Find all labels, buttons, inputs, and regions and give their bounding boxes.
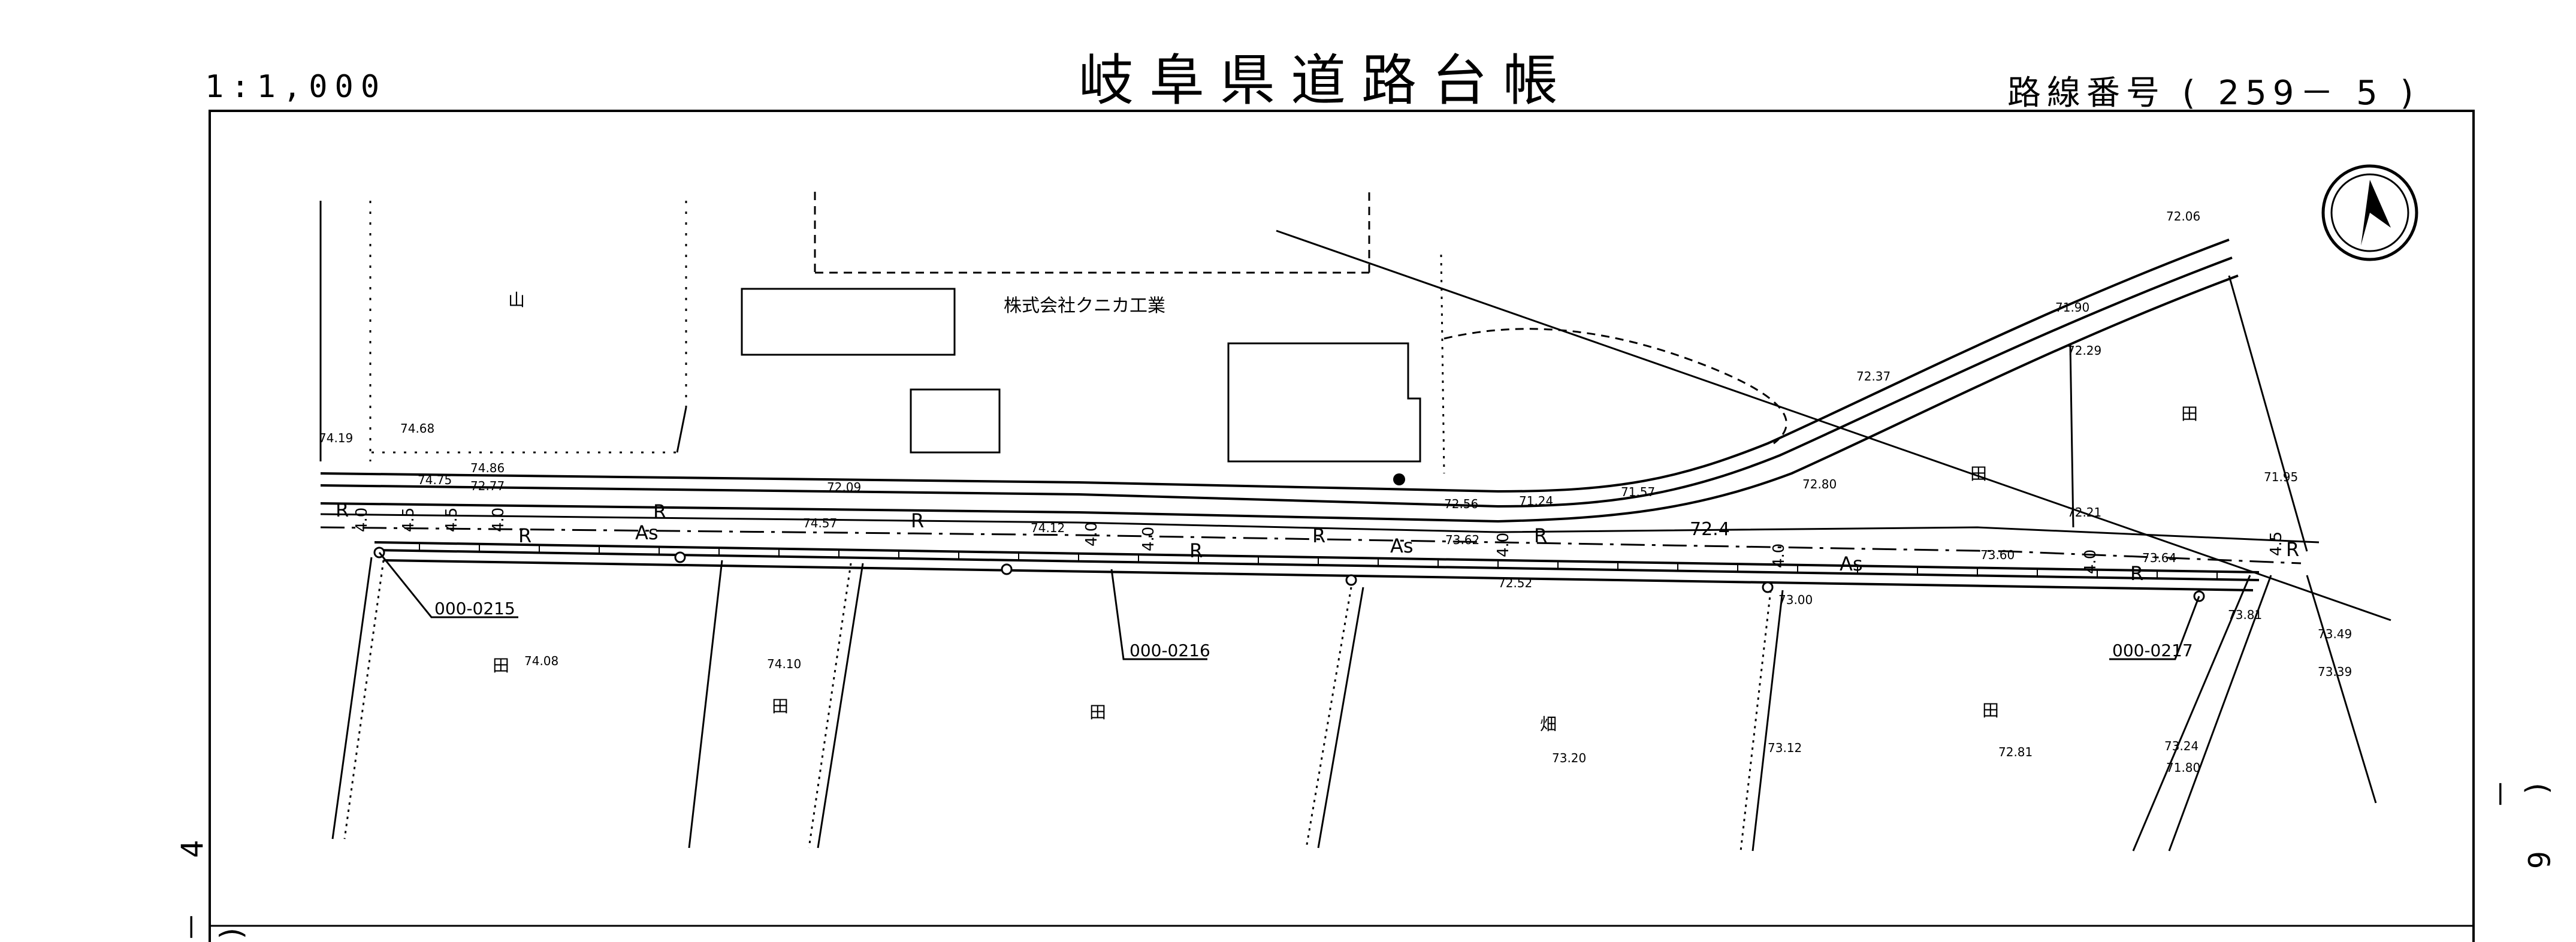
- shoulder-width-label: 4.5: [400, 508, 418, 532]
- elevation-label: 73.60: [1980, 548, 2015, 562]
- land-use-symbol: 田: [1982, 701, 1999, 720]
- elevation-label: 73.49: [2318, 627, 2352, 641]
- pavement-code: As: [1840, 552, 1863, 575]
- buildings: [741, 288, 1421, 463]
- road-code: R: [911, 509, 924, 532]
- shoulder-width-label: 4.5: [443, 508, 461, 532]
- land-use-symbols: 山 田 田 田 畑 田 田 田: [493, 290, 2198, 734]
- marker-label: 000-0215: [434, 599, 515, 618]
- road-code: R: [1189, 539, 1203, 562]
- road-code: R: [336, 499, 349, 521]
- elevation-label: 71.24: [1519, 494, 1553, 508]
- land-use-symbol: 田: [2181, 404, 2198, 424]
- elevation-label: 73.12: [1768, 741, 1802, 755]
- building-1: [741, 288, 956, 356]
- width-dimensions: 4.0 4.5 4.5 4.0 4.0 4.0 4.0 4.0 4.0 4.5: [353, 508, 2285, 574]
- survey-point: [1393, 473, 1405, 485]
- elevation-label: 72.37: [1856, 369, 1891, 384]
- lane-width-label: 4.0: [1140, 527, 1158, 551]
- north-arrow-icon: [2321, 164, 2418, 261]
- elevation-label: 74.19: [319, 431, 353, 445]
- elevation-label: 72.52: [1498, 576, 1532, 590]
- road-code: R: [518, 524, 531, 547]
- pavement-code: As: [1390, 535, 1414, 557]
- land-use-symbol: 畑: [1540, 714, 1557, 734]
- elevation-labels: 74.19 74.68 74.75 74.86 72.77 72.09 74.5…: [319, 209, 2352, 775]
- land-use-symbol: 田: [772, 696, 789, 716]
- scale-label: 1:1,000: [205, 69, 387, 105]
- road-upper-edges: [320, 238, 2320, 544]
- lane-width-label: 4.0: [2082, 550, 2100, 574]
- land-use-symbol: 田: [1970, 464, 1987, 484]
- road-code: R: [653, 500, 666, 523]
- road-lower-edges: [374, 541, 2260, 591]
- elevation-label: 73.39: [2318, 665, 2352, 679]
- elevation-label: 71.95: [2264, 470, 2298, 484]
- page-title: 岐阜県道路台帳: [1079, 49, 1574, 113]
- marker-label: 000-0217: [2112, 641, 2193, 660]
- building-2: [910, 388, 1001, 454]
- boundary-diagonal: [1276, 230, 2391, 621]
- elevation-label: 72.09: [827, 480, 861, 494]
- elevation-label: 72.56: [1444, 497, 1478, 511]
- road-code: R: [2286, 538, 2299, 561]
- marker-leaders: [378, 552, 2200, 660]
- elevation-label: 73.62: [1445, 533, 1479, 547]
- route-number: 路線番号 ( 259－ 5 ): [2007, 74, 2420, 113]
- land-use-symbol: 田: [1089, 702, 1106, 722]
- elevation-label: 74.57: [803, 516, 837, 530]
- elevation-label: 74.08: [524, 654, 558, 668]
- curb-hatch: [419, 542, 2218, 579]
- property-boundary: [814, 189, 1787, 445]
- elevation-label: 74.75: [418, 473, 452, 487]
- road-codes: R R R R R R R R R As As As: [336, 499, 2299, 585]
- land-use-symbol: 田: [493, 656, 509, 675]
- lane-width-label: 4.0: [1494, 533, 1512, 557]
- elevation-label: 73.24: [2164, 739, 2198, 753]
- land-use-symbol: 山: [508, 290, 525, 310]
- elevation-label: 72.21: [2067, 505, 2101, 520]
- elevation-label: 74.86: [470, 461, 505, 475]
- pavement-code: As: [635, 521, 659, 544]
- right-sheet-ref: ( 6 －: [2482, 779, 2556, 887]
- elevation-label: 71.80: [2166, 760, 2200, 775]
- marker-label: 000-0216: [1130, 641, 1210, 660]
- lower-parcels: [331, 275, 2377, 852]
- lane-width-label: 4.0: [490, 508, 508, 532]
- elevation-label: 74.10: [767, 657, 801, 671]
- shoulder-width-label: 4.5: [2267, 532, 2285, 556]
- elevation-label: 72.06: [2166, 209, 2200, 224]
- map-frame: [209, 110, 2475, 942]
- road-code: R: [2130, 562, 2143, 585]
- lane-width-label: 4.0: [1770, 544, 1788, 568]
- elevation-label: 74.68: [400, 421, 434, 436]
- road-centerline: [320, 526, 2302, 564]
- elevation-label: 72.81: [1998, 745, 2033, 759]
- left-parcel: [319, 201, 687, 461]
- elevation-label: 73.81: [2228, 608, 2262, 622]
- elevation-label: 73.20: [1552, 751, 1586, 765]
- road-code: R: [1312, 524, 1325, 547]
- lane-width-label: 4.0: [353, 508, 371, 532]
- elevation-label: 73.00: [1778, 593, 1813, 607]
- elevation-label: 74.12: [1031, 521, 1065, 535]
- elevation-label: 73.64: [2142, 551, 2176, 565]
- elevation-label: 71.57: [1621, 485, 1655, 499]
- elevation-label: 72.4: [1690, 519, 1730, 540]
- company-label: 株式会社クニカ工業: [1004, 295, 1165, 316]
- elevation-label: 72.77: [470, 479, 505, 493]
- boundary-markers: [373, 547, 2205, 602]
- elevation-label: 72.29: [2067, 343, 2101, 358]
- elevation-label: 72.80: [1802, 477, 1837, 491]
- road-code: R: [1534, 524, 1547, 547]
- building-3: [1227, 342, 1421, 463]
- elevation-label: 71.90: [2055, 300, 2089, 315]
- fence-vertical: [1440, 254, 1445, 474]
- lane-width-label: 4.0: [1083, 522, 1101, 547]
